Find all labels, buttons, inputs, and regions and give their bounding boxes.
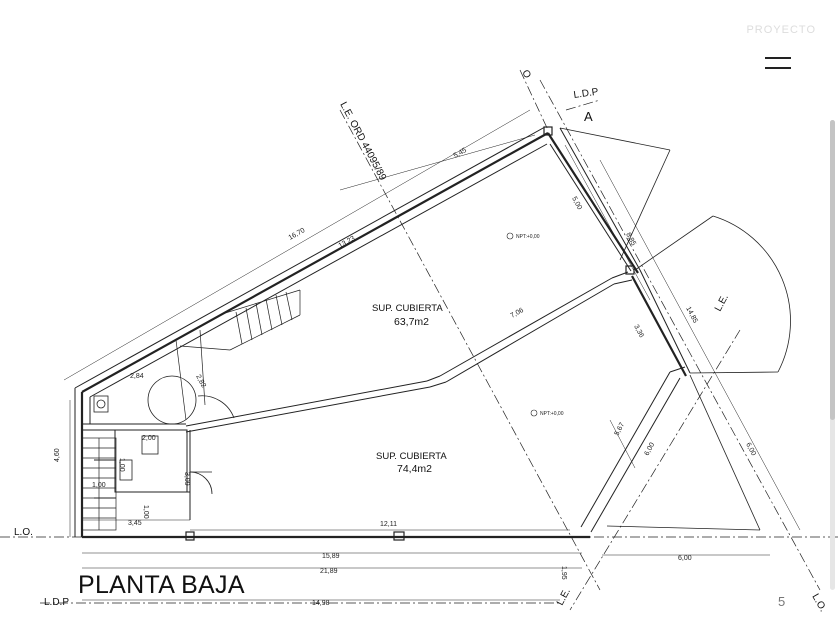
svg-text:1,95: 1,95	[560, 566, 567, 580]
svg-text:6,00: 6,00	[678, 555, 692, 562]
svg-text:2,00: 2,00	[142, 435, 156, 442]
le-right-label: L.E.	[713, 293, 731, 314]
ldp-bottom-label: L.D.P	[44, 597, 69, 608]
upper-stairs	[175, 289, 301, 421]
svg-text:21,89: 21,89	[320, 568, 338, 575]
svg-text:14,98: 14,98	[312, 600, 330, 607]
svg-text:2,84: 2,84	[130, 373, 144, 380]
svg-text:5,00: 5,00	[570, 196, 583, 211]
le-ord-label: L.E. ORD 44095/89	[337, 100, 388, 183]
le-bottom-label: L.E.	[555, 587, 573, 608]
svg-text:2,82: 2,82	[194, 374, 207, 389]
bathroom-fixtures	[93, 375, 235, 495]
svg-text:15,89: 15,89	[322, 553, 340, 560]
svg-text:12,11: 12,11	[380, 521, 397, 528]
lower-stairs	[81, 437, 117, 531]
svg-text:3,09: 3,09	[183, 472, 190, 486]
svg-text:NPT:+0,00: NPT:+0,00	[516, 234, 540, 240]
svg-text:3,45: 3,45	[128, 520, 142, 527]
level-marker-2: NPT:+0,00	[530, 409, 564, 417]
plan-title: PLANTA BAJA	[78, 571, 245, 599]
page-number: 5	[778, 594, 786, 609]
ldp-top-label: L.D.P	[573, 87, 600, 101]
svg-text:3,36: 3,36	[632, 324, 645, 339]
o-top-label: O	[519, 68, 532, 80]
room-1-label: SUP. CUBIERTA	[372, 303, 443, 314]
svg-text:14,85: 14,85	[684, 306, 698, 325]
level-marker-1: NPT:+0,00	[506, 232, 540, 240]
svg-text:7,06: 7,06	[510, 307, 525, 320]
dimension-lines	[63, 109, 801, 601]
svg-text:1,00: 1,00	[118, 458, 125, 472]
svg-text:1,00: 1,00	[92, 482, 106, 489]
room-2-label: SUP. CUBIERTA	[376, 451, 447, 462]
svg-text:5,67: 5,67	[614, 422, 627, 437]
lo-left-label: L.O.	[14, 527, 33, 538]
vertical-scrollbar[interactable]	[830, 120, 835, 590]
inner-walls	[74, 126, 691, 537]
svg-text:16,70: 16,70	[288, 227, 307, 242]
large-door-swings	[559, 127, 791, 531]
room-1-area: 63,7m2	[394, 316, 429, 328]
section-a-marker: A	[584, 109, 593, 124]
hamburger-menu-icon[interactable]	[762, 54, 794, 74]
brand-label: PROYECTO	[746, 24, 816, 36]
svg-text:1,00: 1,00	[142, 505, 149, 519]
scrollbar-thumb[interactable]	[830, 120, 835, 420]
top-bar: PROYECTO	[0, 0, 840, 48]
structural-posts	[185, 126, 635, 541]
svg-text:NPT:+0,00: NPT:+0,00	[540, 411, 564, 417]
lo-right-label: L.O.	[809, 592, 828, 614]
svg-text:6,00: 6,00	[644, 442, 657, 457]
svg-text:5,45: 5,45	[453, 147, 468, 160]
room-2-area: 74,4m2	[397, 463, 432, 475]
reference-lines	[0, 69, 840, 611]
outer-walls	[80, 132, 687, 539]
svg-text:4,60: 4,60	[54, 448, 61, 462]
